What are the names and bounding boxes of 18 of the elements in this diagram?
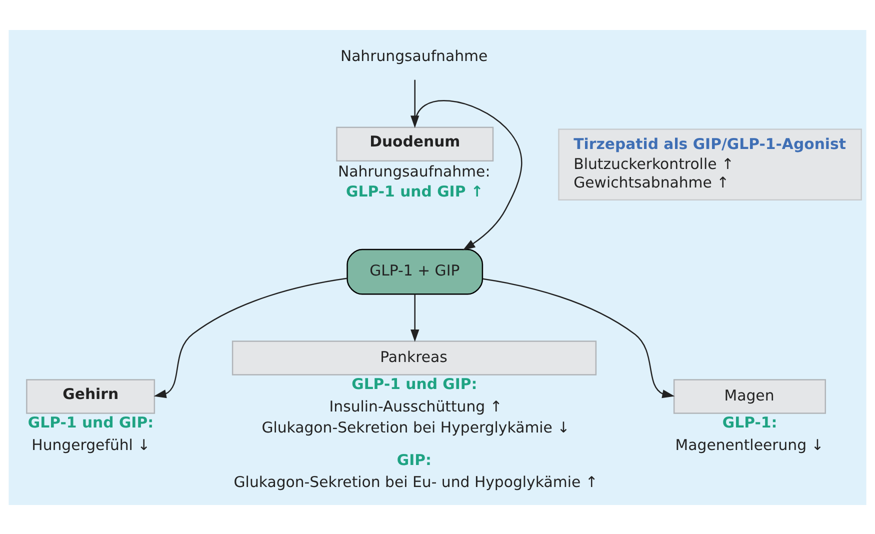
node-label: GIP:: [396, 450, 432, 468]
arrow: [154, 277, 347, 398]
node-label: Nahrungsaufnahme:: [338, 162, 490, 180]
node-label: Glukagon-Sekretion bei Hyperglykämie ↓: [262, 418, 570, 436]
node-label: GLP-1 und GIP:: [352, 374, 478, 393]
node-label: Glukagon-Sekretion bei Eu- und Hypoglykämie ↑: [234, 472, 598, 491]
arrow: [414, 100, 522, 250]
node-text: Nahrungsaufnahme: [340, 46, 488, 65]
node-label: Hungergefühl ↓: [32, 435, 150, 454]
node-label: Insulin-Ausschüttung ↑: [329, 396, 502, 415]
node-box: Tirzepatid als GIP/GLP-1-Agonist Blutzuckerkontrolle ↑ Gewichtsabnahme ↑: [558, 128, 862, 200]
arrow: [410, 294, 420, 342]
node-box: GLP-1 + GIP: [346, 248, 484, 294]
node-label: GLP-1:: [722, 413, 778, 432]
arrow: [482, 278, 675, 398]
node-label: Magenentleerung ↓: [675, 435, 824, 454]
node-label: GLP-1 und GIP:: [28, 413, 154, 432]
node-label: GLP-1 und GIP ↑: [346, 182, 484, 200]
